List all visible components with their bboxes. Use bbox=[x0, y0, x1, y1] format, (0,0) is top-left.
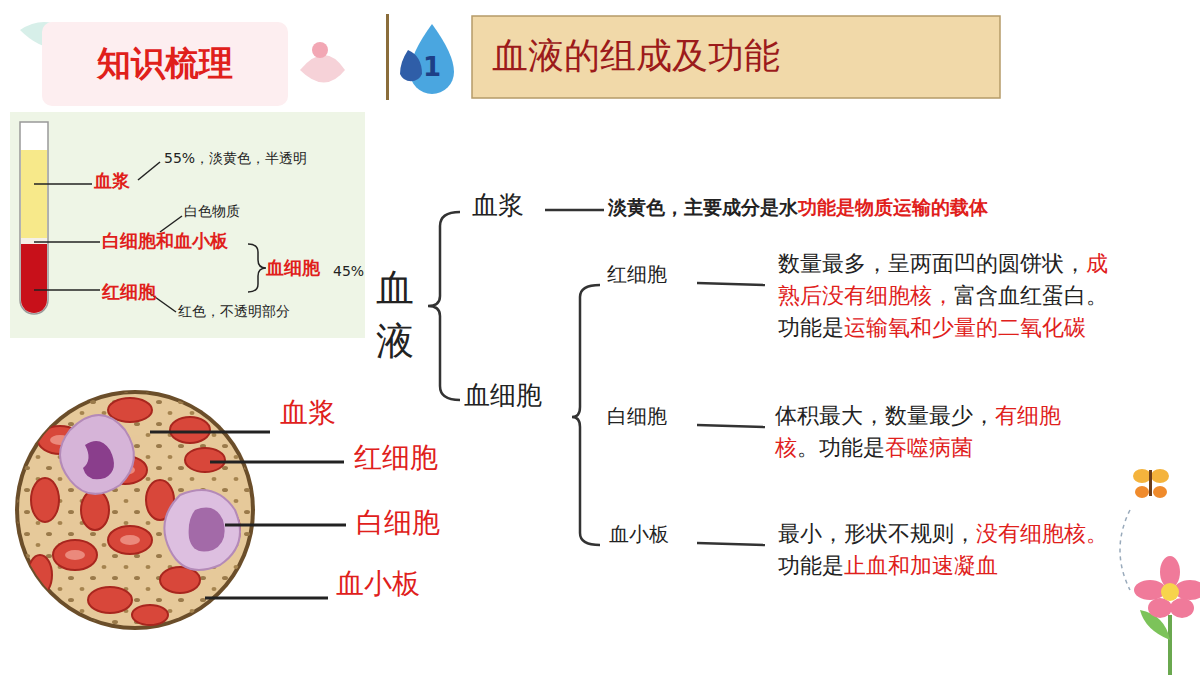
tree-leaf: 白细胞 bbox=[607, 404, 667, 428]
tube-note: 红色，不透明部分 bbox=[178, 303, 290, 320]
title: 血液的组成及功能 bbox=[492, 34, 780, 77]
description: 体积最大，数量最少，有细胞核。功能是吞噬病菌 bbox=[775, 400, 1085, 464]
tube-note: 55%，淡黄色，半透明 bbox=[164, 150, 307, 167]
description-part: 运输氧和少量的二氧化碳 bbox=[844, 315, 1086, 340]
description: 最小，形状不规则，没有细胞核。功能是止血和加速凝血 bbox=[778, 518, 1108, 582]
description: 数量最多，呈两面凹的圆饼状，成熟后没有细胞核，富含血红蛋白。功能是运输氧和少量的… bbox=[778, 248, 1118, 344]
tree-branch: 血细胞 bbox=[464, 380, 542, 411]
description: 淡黄色，主要成分是水功能是物质运输的载体 bbox=[608, 194, 1168, 220]
smear-label: 血小板 bbox=[336, 567, 420, 601]
description-part: 止血和加速凝血 bbox=[844, 553, 998, 578]
tube-note: 白色物质 bbox=[184, 203, 240, 220]
description-part: 体积最大，数量最少， bbox=[775, 403, 995, 428]
smear-label: 红细胞 bbox=[354, 441, 438, 475]
description-part: 没有细胞核。 bbox=[976, 521, 1108, 546]
tube-label: 红细胞 bbox=[102, 281, 156, 303]
smear-label: 白细胞 bbox=[356, 506, 440, 540]
tube-label: 血浆 bbox=[94, 170, 130, 192]
description-part: 功能是 bbox=[778, 553, 844, 578]
tube-label: 血细胞 bbox=[266, 257, 320, 279]
header-card: 知识梳理 bbox=[42, 22, 288, 106]
tree-leaf: 红细胞 bbox=[607, 262, 667, 286]
description-part: 数量最多，呈两面凹的圆饼状， bbox=[778, 251, 1086, 276]
tube-label: 白细胞和血小板 bbox=[102, 230, 228, 252]
description-part: 最小，形状不规则， bbox=[778, 521, 976, 546]
tube-note: 45% bbox=[333, 263, 364, 280]
description-part: 功能是物质运输的载体 bbox=[798, 196, 988, 218]
icon-number: 1 bbox=[423, 52, 441, 83]
tree-branch: 血浆 bbox=[472, 190, 524, 221]
header-text: 知识梳理 bbox=[97, 41, 233, 87]
description-part: 淡黄色，主要成分是水 bbox=[608, 196, 798, 218]
tree-root: 血液 bbox=[376, 262, 414, 368]
description-part: 吞噬病菌 bbox=[885, 435, 973, 460]
smear-label: 血浆 bbox=[280, 396, 336, 430]
tree-leaf: 血小板 bbox=[609, 522, 669, 546]
description-part: 。功能是 bbox=[797, 435, 885, 460]
